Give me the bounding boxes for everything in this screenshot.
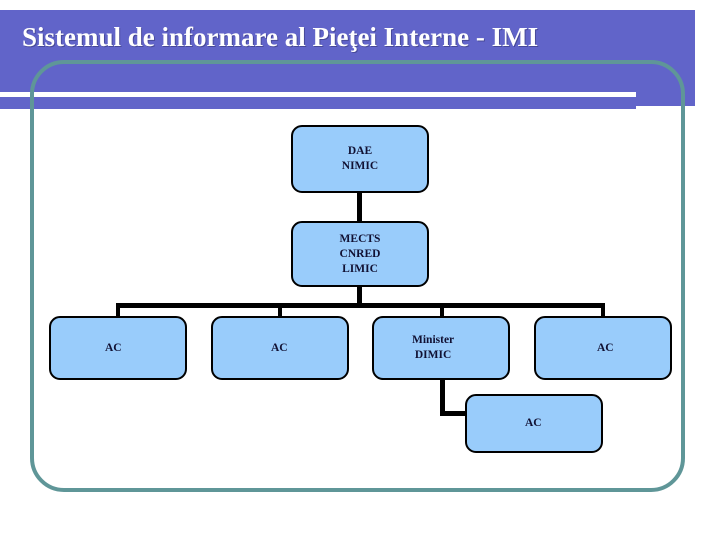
node-label: Minister DIMIC [412,334,455,361]
page-title: Sistemul de informare al Pieţei Interne … [22,22,539,52]
node-minister-dimic[interactable]: Minister DIMIC [372,316,510,380]
node-ac-2[interactable]: AC [211,316,349,380]
title-underline-rule [0,92,636,97]
node-mects-cnred-limic[interactable]: MECTS CNRED LIMIC [291,221,429,287]
node-label: DAE NIMIC [341,145,379,172]
node-ac-4[interactable]: AC [465,394,603,453]
node-label: AC [525,417,542,429]
content-frame [30,60,685,492]
node-ac-3[interactable]: AC [534,316,672,380]
node-dae-nimic[interactable]: DAE NIMIC [291,125,429,193]
node-ac-1[interactable]: AC [49,316,187,380]
node-label: AC [105,341,122,354]
node-label: MECTS CNRED LIMIC [339,232,381,275]
node-label: AC [271,341,288,354]
node-label: AC [597,341,614,354]
title-banner [0,10,695,106]
